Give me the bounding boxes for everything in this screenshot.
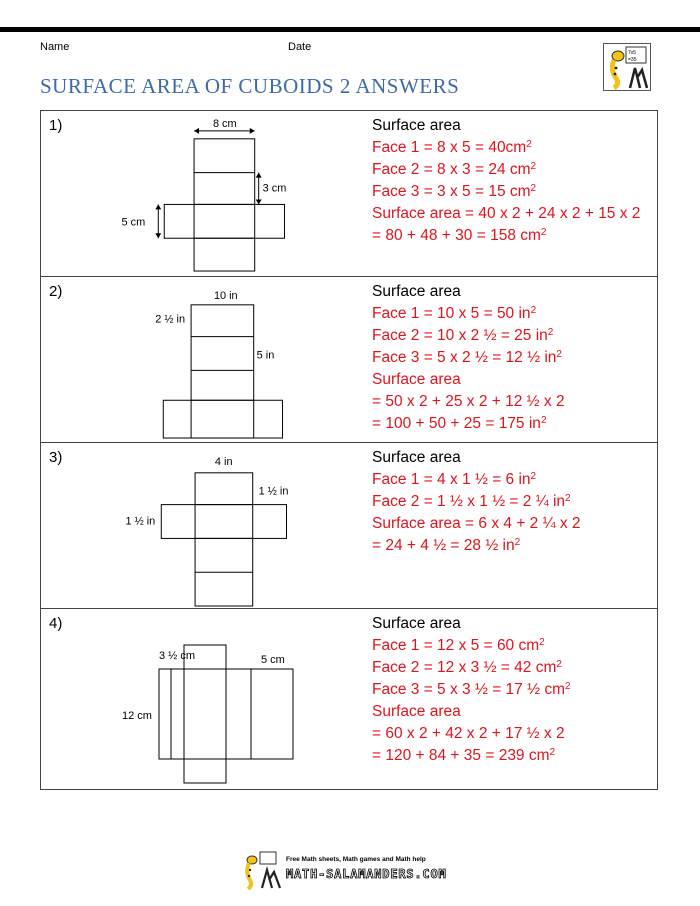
question-number: 4)	[49, 615, 63, 632]
answer-heading: Surface area	[372, 283, 461, 300]
answer-line: Face 1 = 8 x 5 = 40cm2	[372, 139, 532, 156]
footer-site-link[interactable]: MATH-SALAMANDERS.COM	[286, 867, 447, 882]
answer-line: = 120 + 84 + 35 = 239 cm2	[372, 747, 556, 764]
answer-line: = 24 + 4 ½ = 28 ½ in2	[372, 537, 521, 554]
answer-block: Surface area Face 1 = 12 x 5 = 60 cm2 Fa…	[372, 613, 571, 767]
question-row-4: 4) 3 ½ cm 5 cm 12 cm Surface area Face 1…	[41, 609, 657, 789]
footer-tagline: Free Math sheets, Math games and Math he…	[286, 856, 426, 863]
net-label-top: 10 in	[214, 290, 238, 302]
answer-line: Face 1 = 4 x 1 ½ = 6 in2	[372, 471, 537, 488]
page-title: SURFACE AREA OF CUBOIDS 2 ANSWERS	[40, 74, 460, 98]
svg-text:=35: =35	[628, 57, 637, 63]
net-label-left: 2 ½ in	[155, 314, 185, 326]
answer-line: Face 2 = 8 x 3 = 24 cm2	[372, 161, 537, 178]
question-row-1: 1) 8 cm 3 cm	[41, 111, 657, 277]
answer-block: Surface area Face 1 = 4 x 1 ½ = 6 in2 Fa…	[372, 447, 581, 557]
question-row-2: 2) 10 in 2 ½ in 5 in Surface area Face 1…	[41, 277, 657, 443]
net-label-top: 8 cm	[213, 118, 237, 130]
answer-line: Surface area	[372, 371, 461, 388]
question-number: 1)	[49, 117, 63, 134]
answer-heading: Surface area	[372, 117, 461, 134]
answer-block: Surface area Face 1 = 10 x 5 = 50 in2 Fa…	[372, 281, 565, 435]
question-number: 3)	[49, 449, 63, 466]
answer-line: Surface area = 40 x 2 + 24 x 2 + 15 x 2	[372, 205, 641, 222]
svg-text:7x5: 7x5	[628, 50, 636, 56]
answer-line: Face 3 = 5 x 2 ½ = 12 ½ in2	[372, 349, 562, 366]
cuboid-net-2: 10 in 2 ½ in 5 in	[41, 277, 371, 442]
answer-heading: Surface area	[372, 449, 461, 466]
net-label-left: 5 cm	[122, 216, 146, 228]
answer-line: Face 3 = 5 x 3 ½ = 17 ½ cm2	[372, 681, 571, 698]
salamander-icon	[245, 851, 282, 890]
top-rule	[0, 27, 700, 32]
answer-line: Face 1 = 12 x 5 = 60 cm2	[372, 637, 545, 654]
answer-heading: Surface area	[372, 615, 461, 632]
net-label-right: 3 cm	[263, 183, 287, 195]
footer-logo[interactable]: Free Math sheets, Math games and Math he…	[240, 850, 460, 890]
answer-line: Face 3 = 3 x 5 = 15 cm2	[372, 183, 537, 200]
net-label-top: 4 in	[215, 456, 233, 468]
answer-line: = 100 + 50 + 25 = 175 in2	[372, 415, 547, 432]
answer-line: Face 2 = 10 x 2 ½ = 25 in2	[372, 327, 554, 344]
answer-line: Face 1 = 10 x 5 = 50 in2	[372, 305, 537, 322]
answer-line: Surface area	[372, 703, 461, 720]
answer-line: Face 2 = 1 ½ x 1 ½ = 2 ¼ in2	[372, 493, 571, 510]
net-label-left: 1 ½ in	[125, 516, 155, 528]
name-label: Name	[40, 41, 70, 53]
cuboid-net-4: 3 ½ cm 5 cm 12 cm	[41, 609, 371, 789]
net-label-right: 1 ½ in	[259, 486, 289, 498]
answer-line: Surface area = 6 x 4 + 2 ¼ x 2	[372, 515, 581, 532]
net-label-top-right: 5 cm	[261, 654, 285, 666]
answers-table: 1) 8 cm 3 cm	[40, 110, 658, 790]
answer-line: = 50 x 2 + 25 x 2 + 12 ½ x 2	[372, 393, 565, 410]
question-row-3: 3) 4 in 1 ½ in 1 ½ in Surface area Face …	[41, 443, 657, 609]
date-label: Date	[288, 41, 312, 53]
net-label-left: 12 cm	[122, 710, 152, 722]
question-number: 2)	[49, 283, 63, 300]
cuboid-net-1: 8 cm 3 cm 5 cm	[41, 111, 371, 276]
answer-line: = 60 x 2 + 42 x 2 + 17 ½ x 2	[372, 725, 565, 742]
answer-line: Face 2 = 12 x 3 ½ = 42 cm2	[372, 659, 562, 676]
salamander-logo: 7x5 =35	[603, 43, 651, 91]
answer-block: Surface area Face 1 = 8 x 5 = 40cm2 Face…	[372, 115, 640, 247]
net-label-right: 5 in	[257, 350, 275, 362]
cuboid-net-3: 4 in 1 ½ in 1 ½ in	[41, 443, 371, 608]
net-label-top-left: 3 ½ cm	[159, 650, 195, 662]
answer-line: = 80 + 48 + 30 = 158 cm2	[372, 227, 547, 244]
